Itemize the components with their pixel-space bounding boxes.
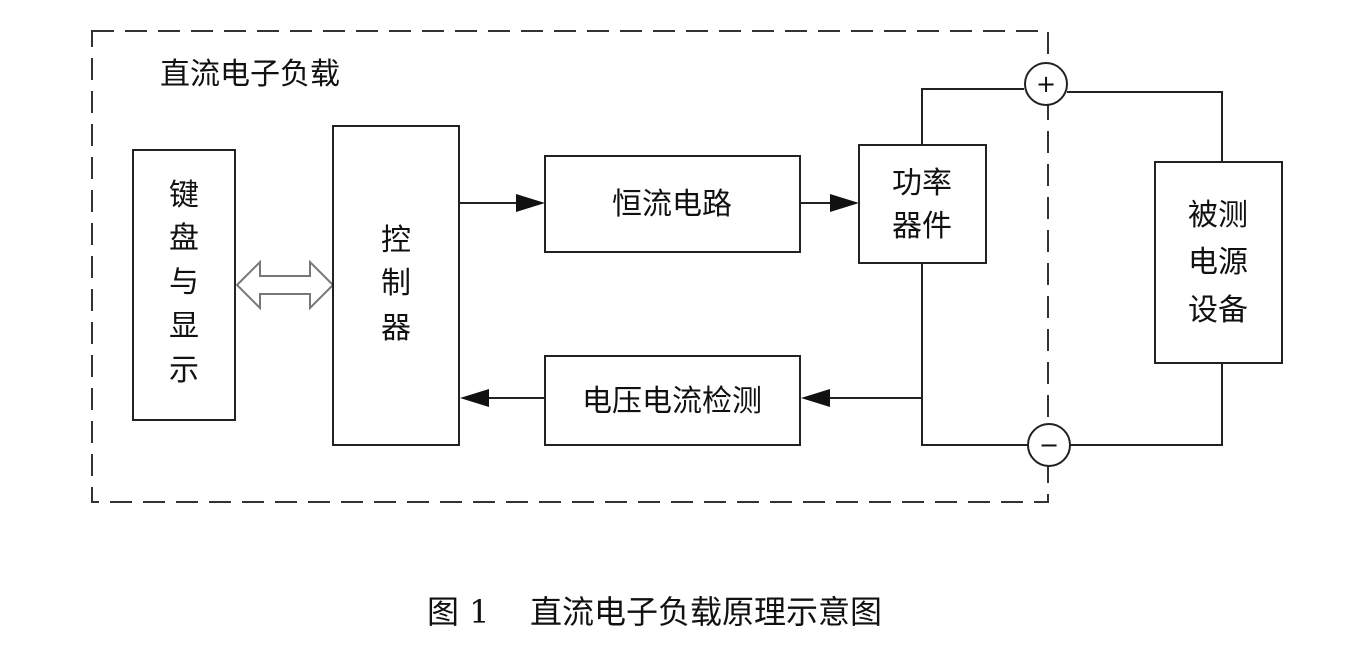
figure-caption: 直流电子负载原理示意图 [530, 593, 882, 631]
dut-label-1: 被测 [1188, 198, 1248, 233]
arrowhead-detect-in [801, 389, 830, 407]
negative-terminal-symbol: − [1039, 431, 1059, 459]
positive-terminal [1024, 62, 1068, 106]
voltage-current-detect-label: 电压电流检测 [582, 384, 762, 419]
dut-label-2: 电源 [1188, 245, 1248, 280]
wire-power-to-positive [921, 88, 1024, 145]
positive-terminal-symbol: + [1036, 70, 1056, 98]
arrowhead-controller-in [460, 389, 489, 407]
keyboard-display-label-3: 与 [169, 265, 199, 300]
arrowhead-power-in [830, 194, 859, 212]
keyboard-display-block [132, 149, 236, 421]
keyboard-display-label-5: 示 [169, 353, 199, 388]
voltage-current-detect-block [544, 355, 801, 446]
controller-label-3: 器 [381, 311, 411, 346]
load-boundary [91, 30, 1049, 503]
keyboard-display-label-2: 盘 [169, 221, 199, 256]
wire-power-to-negative [921, 263, 1028, 446]
controller-block [332, 125, 460, 446]
constant-current-label: 恒流电路 [612, 187, 732, 222]
power-device-block [858, 144, 987, 264]
keyboard-display-label-1: 键 [169, 178, 199, 213]
controller-label-1: 控 [381, 223, 411, 258]
load-boundary-title: 直流电子负载 [160, 57, 340, 92]
wire-positive-to-dut [1067, 91, 1223, 162]
power-device-label-1: 功率 [892, 166, 952, 201]
arrowhead-cc-in [516, 194, 545, 212]
bidirectional-arrow [235, 259, 335, 311]
device-under-test-block [1154, 161, 1283, 364]
dut-label-3: 设备 [1188, 293, 1248, 328]
controller-label-2: 制 [381, 266, 411, 301]
keyboard-display-label-4: 显 [169, 309, 199, 344]
constant-current-block [544, 155, 801, 253]
power-device-label-2: 器件 [892, 209, 952, 244]
wire-negative-to-dut [1070, 363, 1223, 446]
figure-number: 图 1 [427, 593, 490, 631]
